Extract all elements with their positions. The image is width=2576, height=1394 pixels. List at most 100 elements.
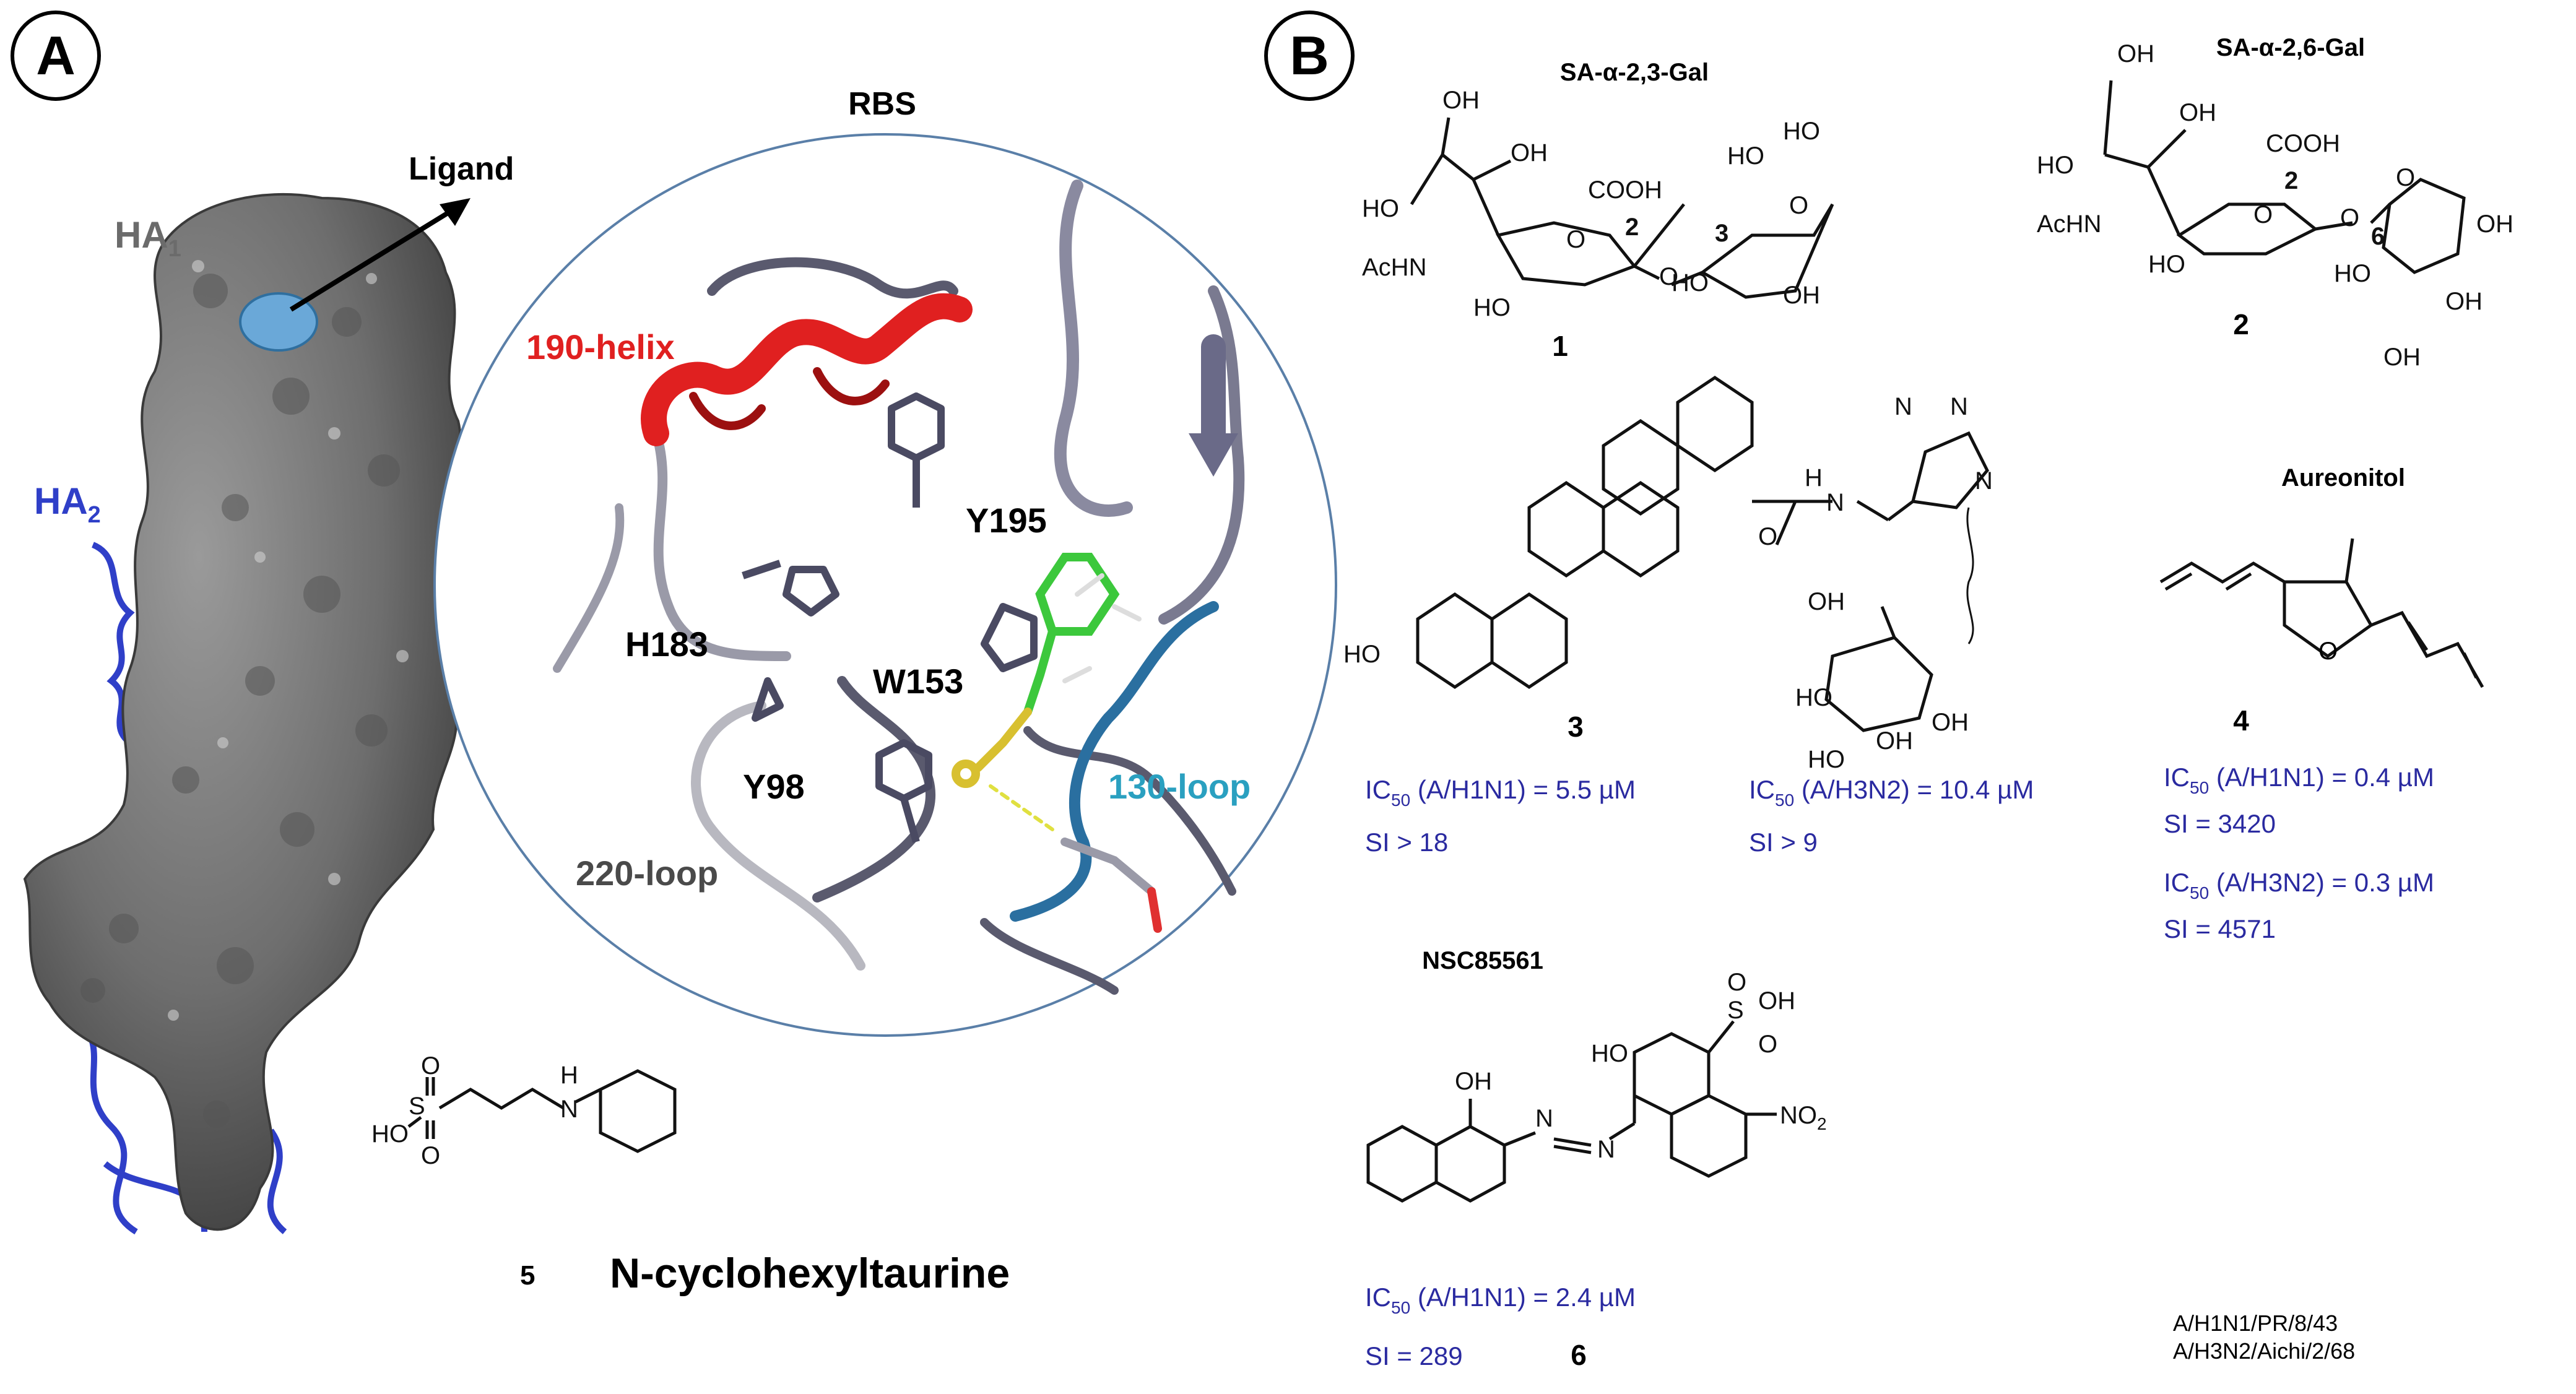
c1-ho-4: HO — [1783, 118, 1820, 145]
compound-3-atoms: HO O N H N N N OH HO OH HO OH — [1343, 393, 1993, 773]
panel-a: A Ligan — [11, 11, 1337, 1297]
compound-6-title: NSC85561 — [1422, 947, 1543, 974]
compound-5-name: N-cyclohexyltaurine — [610, 1250, 1010, 1297]
panel-a-badge-text: A — [36, 25, 76, 86]
rbs-ligand-sticks — [952, 553, 1162, 933]
c6-azo-n1: N — [1535, 1105, 1553, 1132]
panel-b: B SA-α-2,3-Gal OH OH HO AcHN HO COOH O 2… — [1264, 11, 2513, 1371]
c3-oh-5: OH — [1876, 727, 1913, 755]
compound-5-number: 5 — [520, 1260, 535, 1291]
compound-4-number: 4 — [2233, 704, 2249, 737]
ligand-arrow — [289, 198, 471, 312]
c6-no2: NO2 — [1780, 1102, 1827, 1133]
c5-atom-n: N — [560, 1096, 578, 1123]
c1-oh-2: OH — [1511, 139, 1548, 167]
compound-3-structure — [1416, 375, 1989, 732]
compound-4-ic50-h3n2: IC50 (A/H3N2) = 0.3 µM — [2164, 868, 2434, 903]
compound-3-ic50-h1n1: IC50 (A/H1N1) = 5.5 µM — [1365, 775, 1636, 810]
ha1-surface-bumps — [80, 274, 400, 1128]
compound-2-number: 2 — [2233, 308, 2249, 340]
c3-oh-1: OH — [1808, 588, 1845, 615]
strain-h1n1: A/H1N1/PR/8/43 — [2173, 1310, 2338, 1336]
c3-triazole-n1: N — [1894, 393, 1912, 420]
c1-pos-3: 3 — [1715, 220, 1728, 247]
ligand-label: Ligand — [409, 151, 514, 187]
c2-ring-o1: O — [2253, 201, 2273, 228]
c6-so3h-oh: OH — [1758, 987, 1795, 1015]
ha1-surface-highlights — [168, 260, 409, 1021]
c1-ho-1: HO — [1362, 195, 1399, 222]
panel-b-badge: B — [1264, 11, 1355, 101]
c1-ring-o1: O — [1566, 226, 1585, 253]
residue-h183-label: H183 — [625, 625, 708, 664]
c6-so-o2: O — [1758, 1031, 1777, 1058]
compound-3-si-h1n1: SI > 18 — [1365, 828, 1448, 857]
compound-5-structure — [407, 1069, 677, 1153]
c6-ho: HO — [1591, 1040, 1628, 1067]
compound-3-ic50-h3n2: IC50 (A/H3N2) = 10.4 µM — [1749, 775, 2034, 810]
c6-s: S — [1727, 997, 1744, 1024]
c2-link-o: O — [2340, 204, 2359, 232]
compound-2-title: SA-α-2,6-Gal — [2216, 34, 2365, 61]
c3-triazole-n3: N — [1975, 467, 1993, 495]
c3-amide-h: H — [1805, 464, 1823, 491]
c1-ring-o2: O — [1789, 192, 1808, 219]
c3-oh-3: OH — [1932, 709, 1969, 736]
c5-atom-s: S — [409, 1093, 425, 1120]
compound-2-structure — [2103, 80, 2466, 274]
rbs-zoom-circle — [433, 133, 1337, 1037]
panel-b-badge-text: B — [1290, 25, 1329, 86]
ha1-label: HA1 — [115, 214, 181, 262]
compound-1-title: SA-α-2,3-Gal — [1560, 59, 1709, 86]
c6-azo-n2: N — [1597, 1136, 1615, 1163]
c1-oh-3: OH — [1783, 282, 1820, 309]
c3-amide-n: N — [1826, 489, 1844, 516]
ha1-surface — [23, 193, 462, 1231]
compound-4-structure — [2159, 538, 2484, 688]
compound-4-si-h3n2: SI = 4571 — [2164, 914, 2276, 943]
loop-130-label: 130-loop — [1108, 767, 1251, 806]
compound-6-atoms: OH N N HO S O OH O NO2 — [1455, 969, 1827, 1163]
c4-ring-o: O — [2318, 638, 2338, 665]
residue-y195-label: Y195 — [966, 501, 1047, 540]
c1-pos-2: 2 — [1625, 214, 1639, 241]
strain-h3n2: A/H3N2/Aichi/2/68 — [2173, 1338, 2355, 1364]
compound-4-title: Aureonitol — [2281, 464, 2405, 491]
residue-y98-label: Y98 — [743, 767, 805, 806]
compound-1-structure — [1410, 117, 1834, 299]
c2-ring-o2: O — [2396, 164, 2415, 191]
residue-sticks — [742, 392, 1038, 843]
c2-achn: AcHN — [2037, 210, 2101, 238]
c2-oh-2: OH — [2179, 99, 2216, 126]
c3-ho-4: HO — [1808, 746, 1845, 773]
loop-130-trace — [1010, 601, 1219, 922]
c1-achn: AcHN — [1362, 254, 1426, 281]
rbs-cartoon — [553, 180, 1245, 995]
c2-ho-2: HO — [2148, 251, 2185, 278]
c6-so-o1: O — [1727, 969, 1746, 996]
loop-220-label: 220-loop — [576, 854, 718, 893]
c2-oh-4: OH — [2445, 288, 2483, 315]
helix-190-label: 190-helix — [526, 327, 675, 366]
c2-oh-1: OH — [2117, 40, 2154, 67]
c6-oh-naphthol: OH — [1455, 1068, 1492, 1095]
panel-a-badge: A — [11, 11, 101, 101]
ha2-label: HA2 — [34, 480, 101, 528]
compound-2-atoms: OH OH HO AcHN HO COOH O 2 O 6 O OH HO OH… — [2037, 40, 2513, 371]
c2-oh-5: OH — [2383, 344, 2421, 371]
c2-pos-6: 6 — [2371, 223, 2385, 250]
c3-ho-2: HO — [1795, 684, 1832, 711]
compound-3-si-h3n2: SI > 9 — [1749, 828, 1818, 857]
c2-pos-2: 2 — [2284, 167, 2298, 194]
c3-triazole-n2: N — [1950, 393, 1968, 420]
c3-ho: HO — [1343, 641, 1381, 668]
c5-atom-ho: HO — [371, 1120, 409, 1148]
compound-6-si-h1n1: SI = 289 — [1365, 1341, 1463, 1370]
c2-ho-3: HO — [2334, 260, 2371, 287]
compound-1-number: 1 — [1552, 330, 1568, 362]
compound-4-si-h1n1: SI = 3420 — [2164, 809, 2276, 838]
compound-6-number: 6 — [1571, 1339, 1587, 1371]
compound-6-ic50-h1n1: IC50 (A/H1N1) = 2.4 µM — [1365, 1283, 1636, 1317]
compound-6-structure — [1366, 1020, 1777, 1203]
c1-link-o: O — [1659, 263, 1678, 290]
